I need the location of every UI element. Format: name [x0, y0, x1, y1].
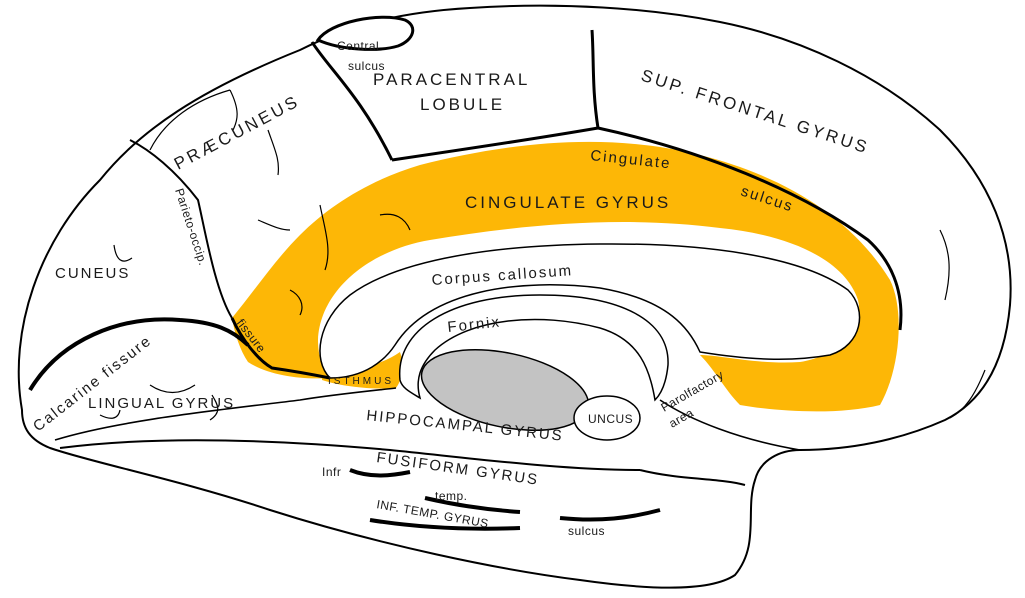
uncus-label: UNCUS	[588, 412, 633, 426]
central-sulcus-shape	[315, 15, 415, 51]
temp-label: temp.	[435, 489, 468, 503]
cingulate-gyrus-label: CINGULATE GYRUS	[465, 193, 671, 212]
central-sulcus-label-1: Central	[337, 39, 379, 53]
sulci-lines	[28, 29, 986, 531]
infr-label: Infr	[322, 465, 341, 479]
cingulate-gyrus-region	[232, 141, 899, 412]
paracentral-label-2: LOBULE	[420, 95, 505, 114]
fornix	[399, 294, 669, 402]
cuneus-label: CUNEUS	[55, 265, 130, 282]
corpus-callosum	[319, 243, 861, 379]
paracentral-label-1: PARACENTRAL	[373, 70, 530, 89]
fornix-label: Fornix	[447, 313, 502, 336]
isthmus-label: ISTHMUS	[328, 376, 394, 387]
sulcus-label: sulcus	[568, 524, 605, 538]
lingual-label: LINGUAL GYRUS	[88, 395, 235, 412]
central-sulcus-label-2: sulcus	[348, 59, 385, 73]
uncus-shape	[573, 395, 641, 441]
